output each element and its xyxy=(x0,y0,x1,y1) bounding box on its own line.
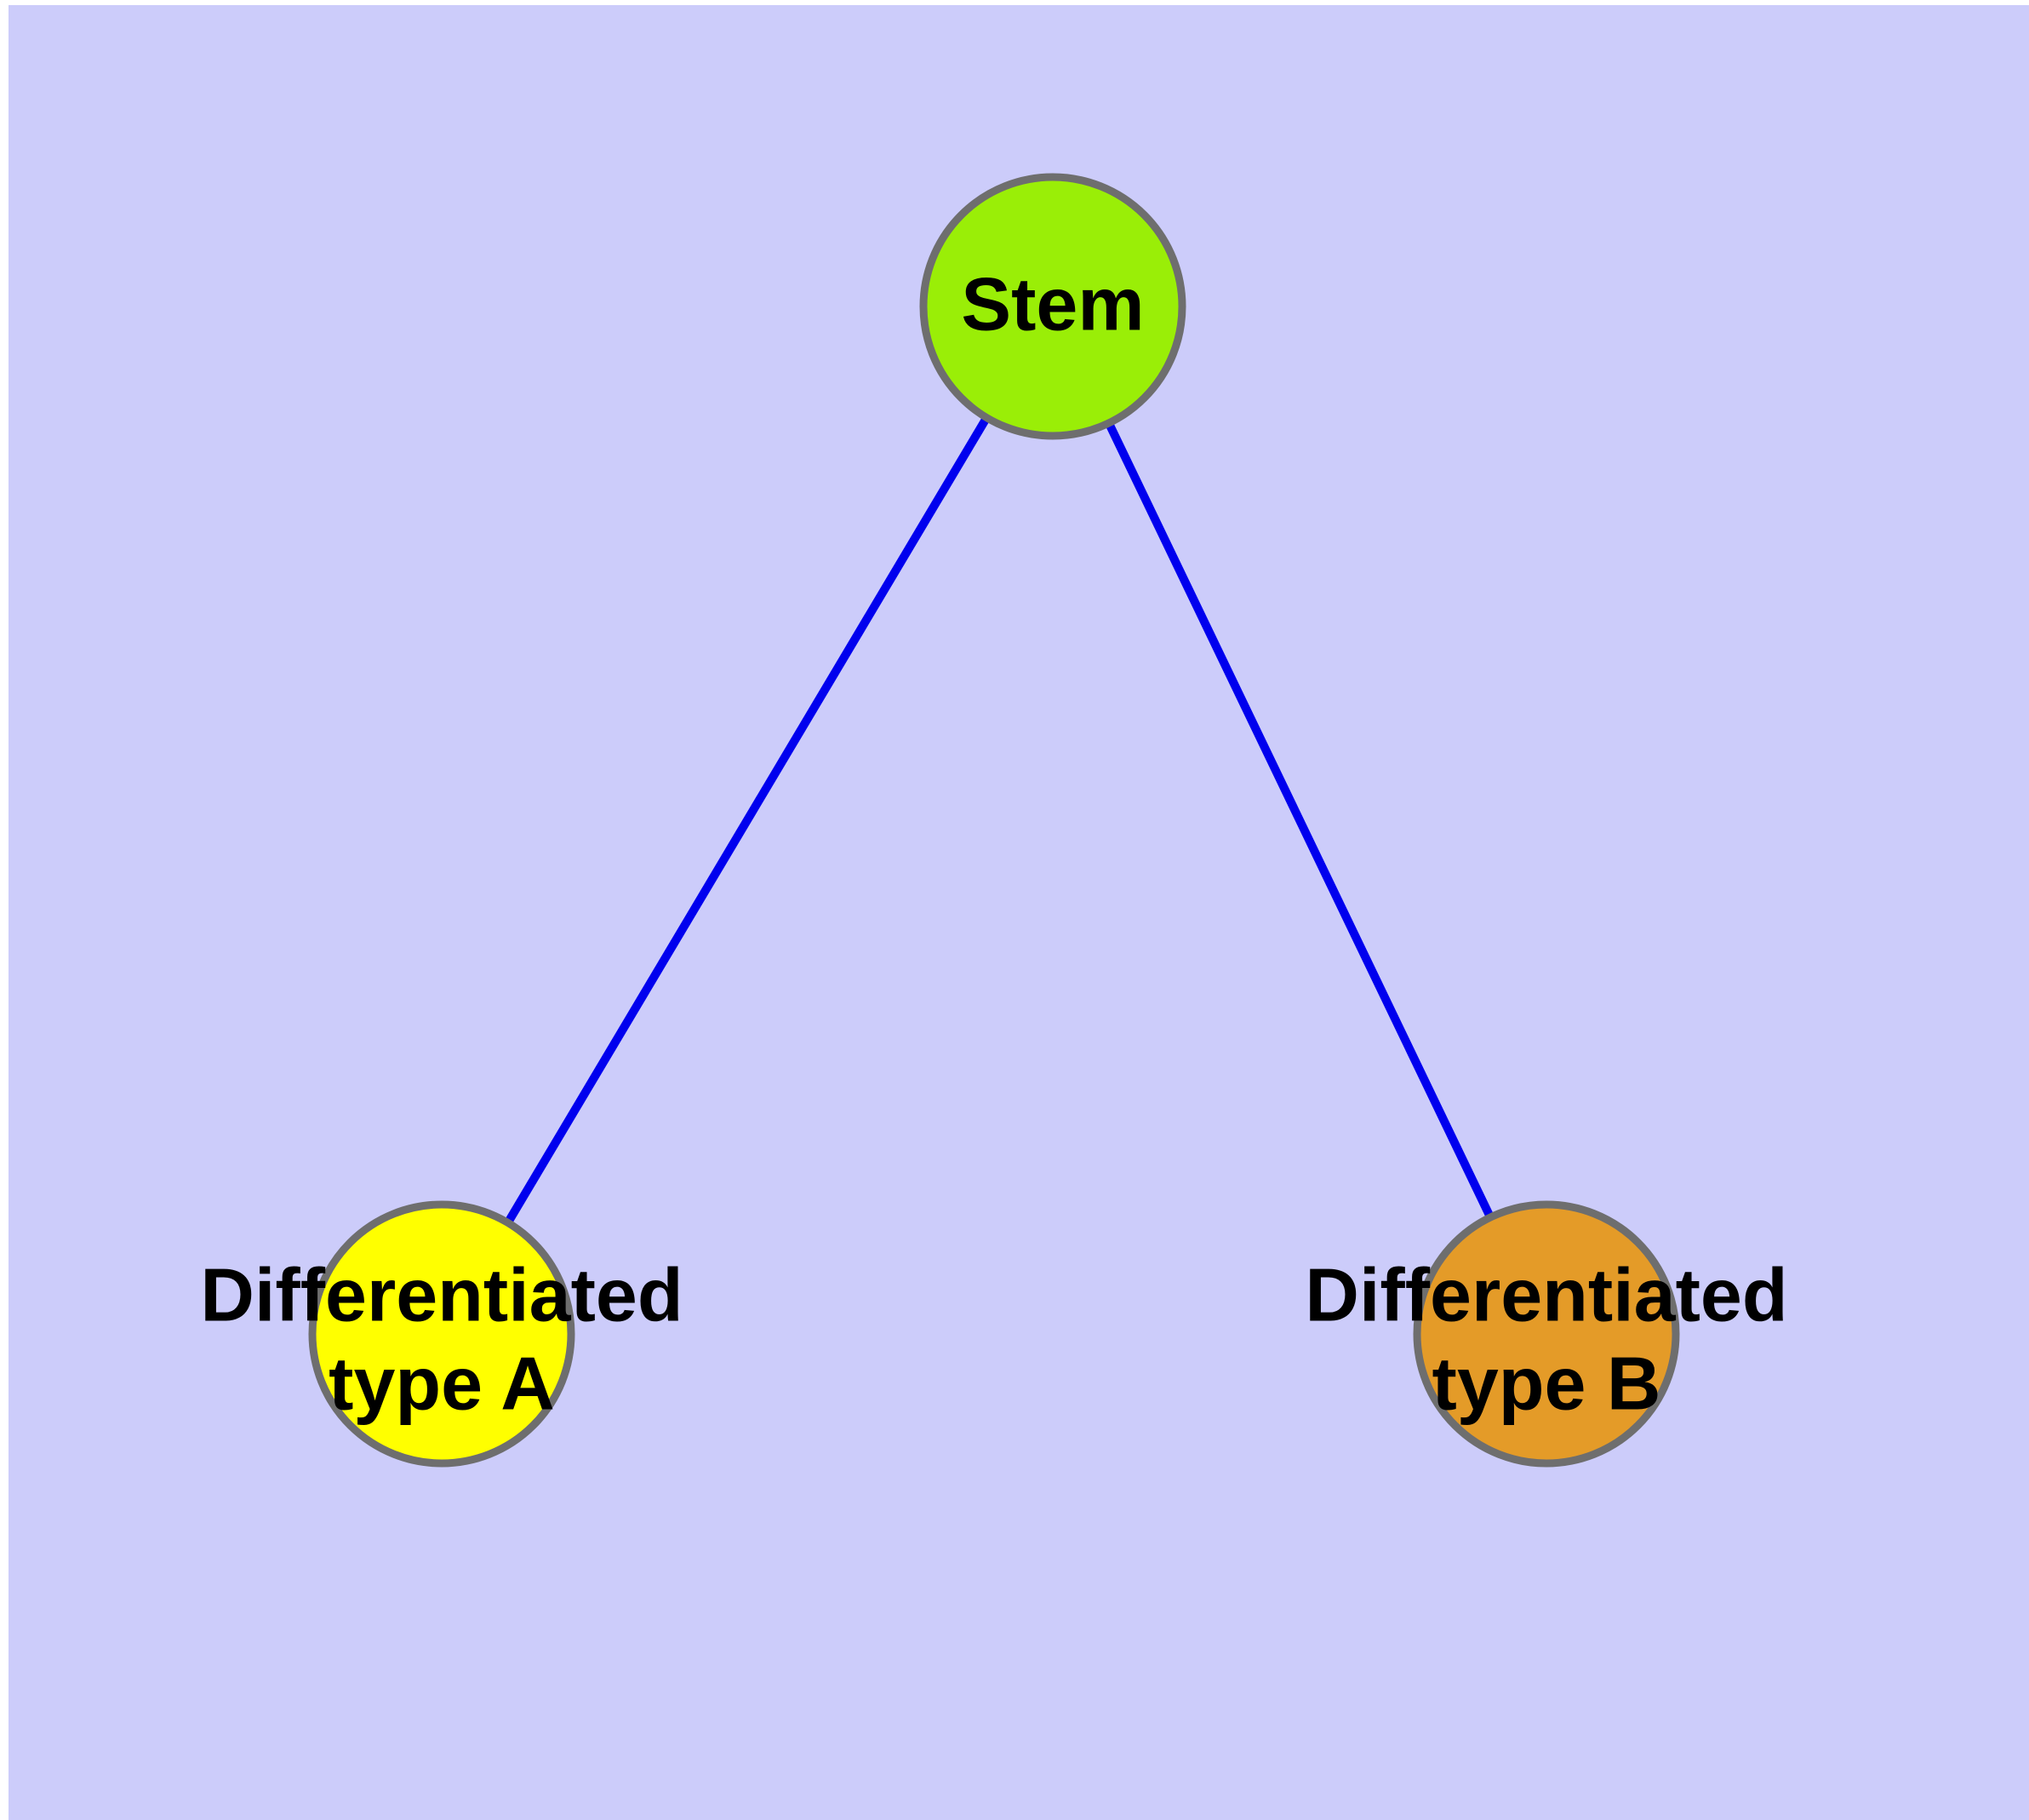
node-differentiated-type-b-label-line2: type B xyxy=(1432,1341,1661,1425)
node-stem-label: Stem xyxy=(961,261,1144,346)
edge-stem-to-differentiated-type-a[interactable] xyxy=(437,304,1057,1336)
nodes-layer: Stem Differentiated type A Differentiate… xyxy=(200,173,1788,1468)
node-differentiated-type-b[interactable]: Differentiated type B xyxy=(1305,1200,1788,1468)
edges-layer xyxy=(437,304,1551,1336)
node-stem[interactable]: Stem xyxy=(919,173,1186,440)
node-differentiated-type-a-label-line2: type A xyxy=(329,1341,555,1425)
edge-stem-to-differentiated-type-b[interactable] xyxy=(1049,304,1551,1336)
node-differentiated-type-a-label-line1: Differentiated xyxy=(200,1252,683,1336)
node-differentiated-type-a[interactable]: Differentiated type A xyxy=(200,1200,683,1468)
node-stem-circle[interactable] xyxy=(919,173,1186,440)
node-differentiated-type-a-circle[interactable] xyxy=(308,1200,575,1468)
node-differentiated-type-b-circle[interactable] xyxy=(1413,1200,1680,1468)
node-differentiated-type-b-label-line1: Differentiated xyxy=(1305,1252,1787,1336)
